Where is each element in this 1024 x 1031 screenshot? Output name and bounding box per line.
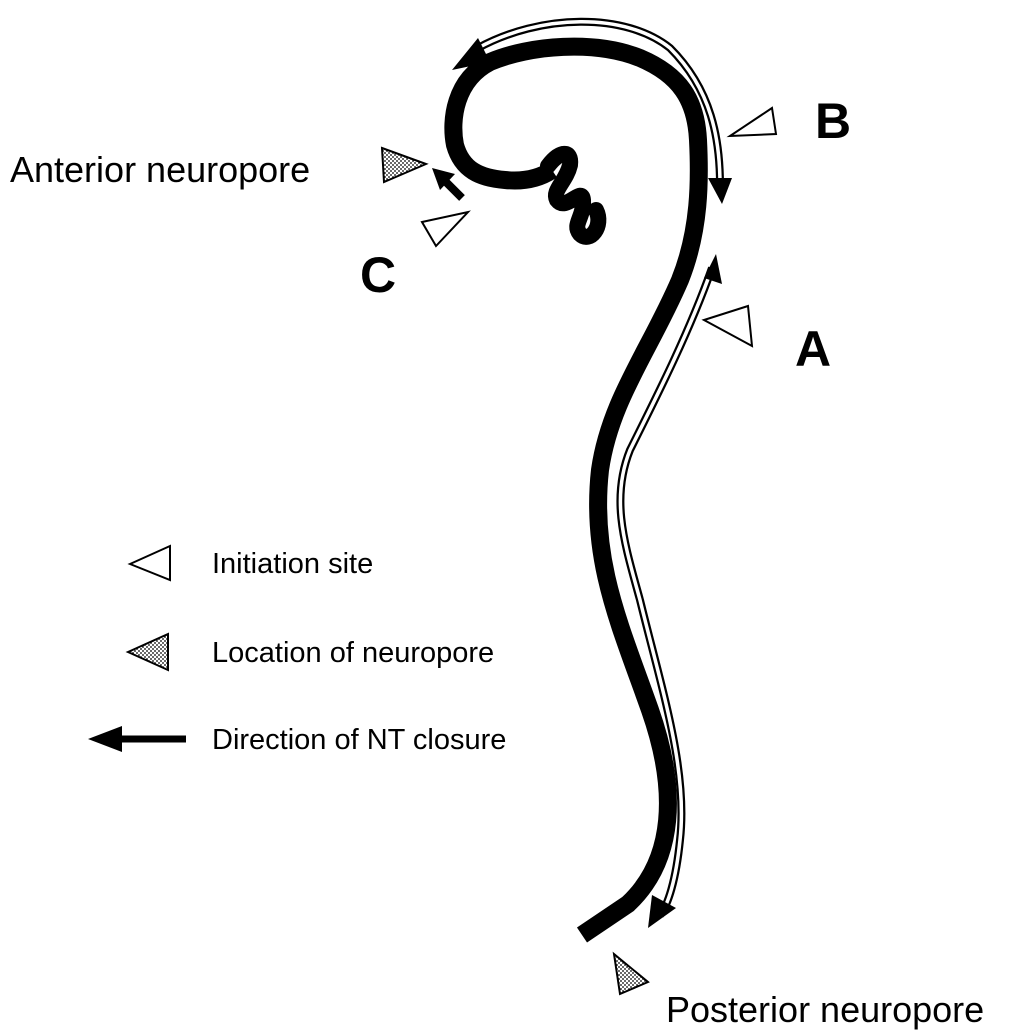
- site-c-label: C: [360, 247, 396, 303]
- arrowhead-b-down: [708, 178, 732, 204]
- legend-neuropore-label: Location of neuropore: [212, 637, 494, 669]
- closure-arrows: [432, 22, 732, 928]
- legend-initiation-icon: [130, 546, 170, 580]
- initiation-site-c-icon: [422, 212, 468, 246]
- legend-direction-label: Direction of NT closure: [212, 724, 506, 756]
- site-a-label: A: [795, 321, 831, 377]
- closure-arrow-c: [446, 182, 462, 198]
- anterior-neuropore-label: Anterior neuropore: [10, 149, 310, 190]
- initiation-site-b-icon: [730, 108, 776, 136]
- legend-initiation-label: Initiation site: [212, 548, 373, 580]
- posterior-neuropore-marker-icon: [614, 954, 648, 994]
- neural-tube-main-body: [453, 47, 698, 935]
- anterior-neuropore-marker-icon: [382, 148, 426, 182]
- posterior-neuropore-label: Posterior neuropore: [666, 989, 984, 1030]
- legend: Initiation site Location of neuropore Di…: [88, 546, 506, 756]
- initiation-site-a-icon: [704, 306, 752, 346]
- legend-neuropore-icon: [128, 634, 168, 670]
- legend-direction-arrow-icon: [88, 726, 186, 752]
- neural-tube: [453, 47, 698, 935]
- site-b-label: B: [815, 93, 851, 149]
- forebrain-folds: [548, 154, 598, 237]
